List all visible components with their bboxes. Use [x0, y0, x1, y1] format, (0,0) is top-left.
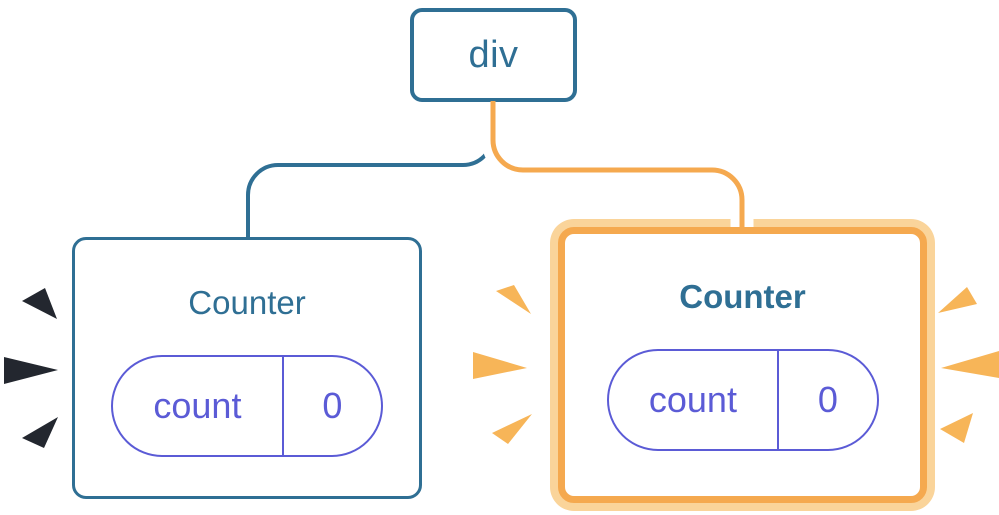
edge-to-left-counter [246, 102, 495, 239]
state-value-left: 0 [322, 385, 343, 426]
state-pill-left: count 0 [111, 355, 383, 457]
tree-node-div-label: div [468, 34, 519, 76]
state-key-right: count [609, 351, 780, 449]
counter-title-right: Counter [679, 278, 806, 315]
spark-icon [940, 413, 973, 443]
render-burst-left-icon [4, 288, 58, 448]
state-value-right: 0 [817, 379, 838, 420]
spark-icon [22, 288, 57, 319]
spark-icon [496, 285, 531, 314]
state-key-left: count [113, 357, 284, 455]
counter-card-right: Counter count 0 [558, 227, 927, 503]
edge-to-right-counter [490, 101, 745, 231]
edge-to-right-counter-casing [481, 102, 754, 227]
update-burst-middle-icon [473, 285, 532, 444]
tree-node-div: div [410, 8, 577, 102]
update-burst-right-icon [938, 287, 999, 443]
spark-icon [492, 414, 532, 444]
counter-title-left: Counter [188, 284, 306, 321]
spark-icon [938, 287, 977, 313]
spark-icon [941, 351, 999, 378]
spark-icon [4, 357, 58, 384]
spark-icon [22, 417, 58, 448]
spark-icon [473, 352, 527, 379]
counter-card-left: Counter count 0 [72, 237, 422, 499]
state-pill-right: count 0 [606, 349, 879, 451]
